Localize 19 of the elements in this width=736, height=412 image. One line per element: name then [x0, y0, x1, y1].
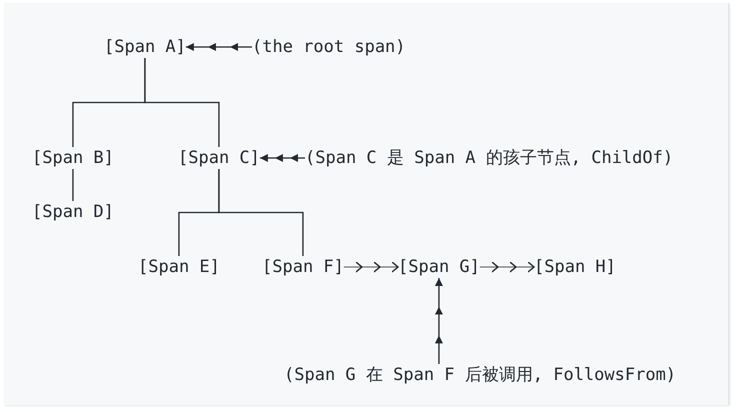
connector-line — [72, 169, 74, 201]
annotation-text: (the root span) — [252, 36, 406, 58]
span-label: [Span B] — [32, 147, 114, 169]
span-label: [Span D] — [32, 201, 114, 223]
arrow — [435, 278, 443, 364]
span-label: [Span G] — [398, 256, 480, 278]
connector-line — [218, 169, 304, 256]
arrow — [480, 262, 535, 272]
annotation-text: (Span C 是 Span A 的孩子节点, ChildOf) — [305, 147, 674, 169]
span-label: [Span C] — [178, 147, 260, 169]
span-label: [Span H] — [534, 256, 616, 278]
arrow — [344, 262, 399, 272]
arrow — [186, 43, 252, 51]
span-label: [Span A] — [104, 36, 186, 58]
span-label: [Span E] — [138, 256, 220, 278]
connector-line — [144, 58, 220, 147]
annotation-text: (Span G 在 Span F 后被调用, FollowsFrom) — [284, 364, 676, 386]
arrow — [260, 154, 305, 162]
span-label: [Span F] — [262, 256, 344, 278]
